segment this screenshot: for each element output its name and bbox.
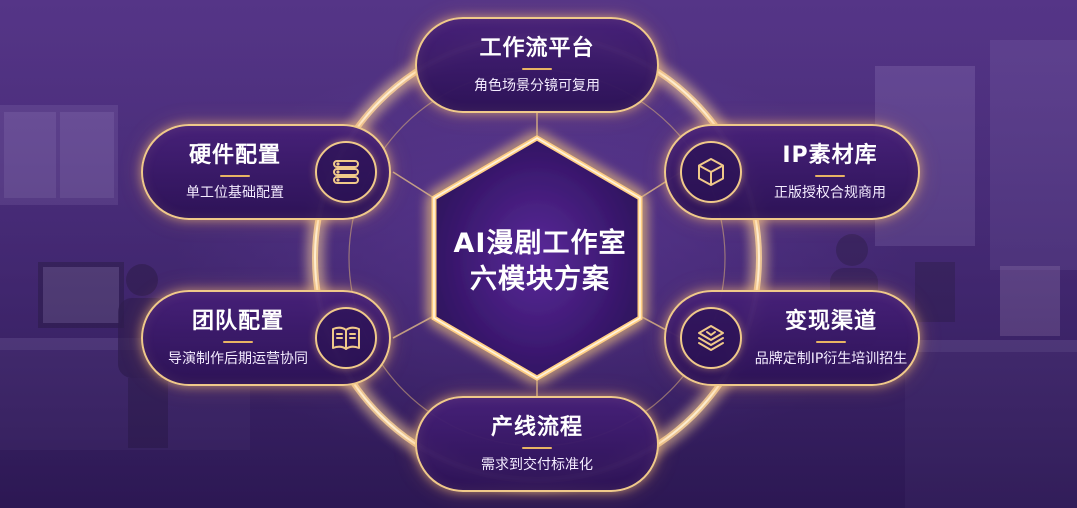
node-team-config[interactable]: 团队配置 导演制作后期运营协同	[141, 290, 391, 386]
node-subtitle: 正版授权合规商用	[774, 185, 886, 201]
title-divider	[522, 447, 552, 449]
node-title: 变现渠道	[784, 309, 877, 334]
node-ip-library[interactable]: IP素材库 正版授权合规商用	[664, 124, 920, 220]
center-label: AI漫剧工作室 六模块方案	[430, 226, 650, 298]
node-subtitle: 品牌定制IP衍生培训招生	[754, 351, 908, 367]
cube-icon	[680, 141, 742, 203]
node-subtitle: 单工位基础配置	[186, 185, 284, 201]
center-title-line1: AI漫剧工作室	[453, 228, 627, 259]
node-subtitle: 需求到交付标准化	[481, 457, 593, 473]
title-divider	[816, 341, 846, 343]
node-subtitle: 导演制作后期运营协同	[168, 351, 308, 367]
node-workflow-platform[interactable]: 工作流平台 角色场景分镜可复用	[415, 17, 659, 113]
node-title: IP素材库	[782, 143, 878, 168]
node-title: 团队配置	[191, 309, 284, 334]
node-title: 工作流平台	[479, 36, 595, 61]
node-title: 产线流程	[490, 415, 583, 440]
node-monetization-channels[interactable]: 变现渠道 品牌定制IP衍生培训招生	[664, 290, 920, 386]
title-divider	[815, 175, 845, 177]
title-divider	[223, 341, 253, 343]
center-title-line2: 六模块方案	[470, 264, 610, 295]
title-divider	[522, 68, 552, 70]
open-book-icon	[315, 307, 377, 369]
node-title: 硬件配置	[188, 143, 281, 168]
server-stack-icon	[315, 141, 377, 203]
node-subtitle: 角色场景分镜可复用	[474, 78, 600, 94]
layered-stack-icon	[680, 307, 742, 369]
title-divider	[220, 175, 250, 177]
node-hardware-config[interactable]: 硬件配置 单工位基础配置	[141, 124, 391, 220]
node-production-process[interactable]: 产线流程 需求到交付标准化	[415, 396, 659, 492]
